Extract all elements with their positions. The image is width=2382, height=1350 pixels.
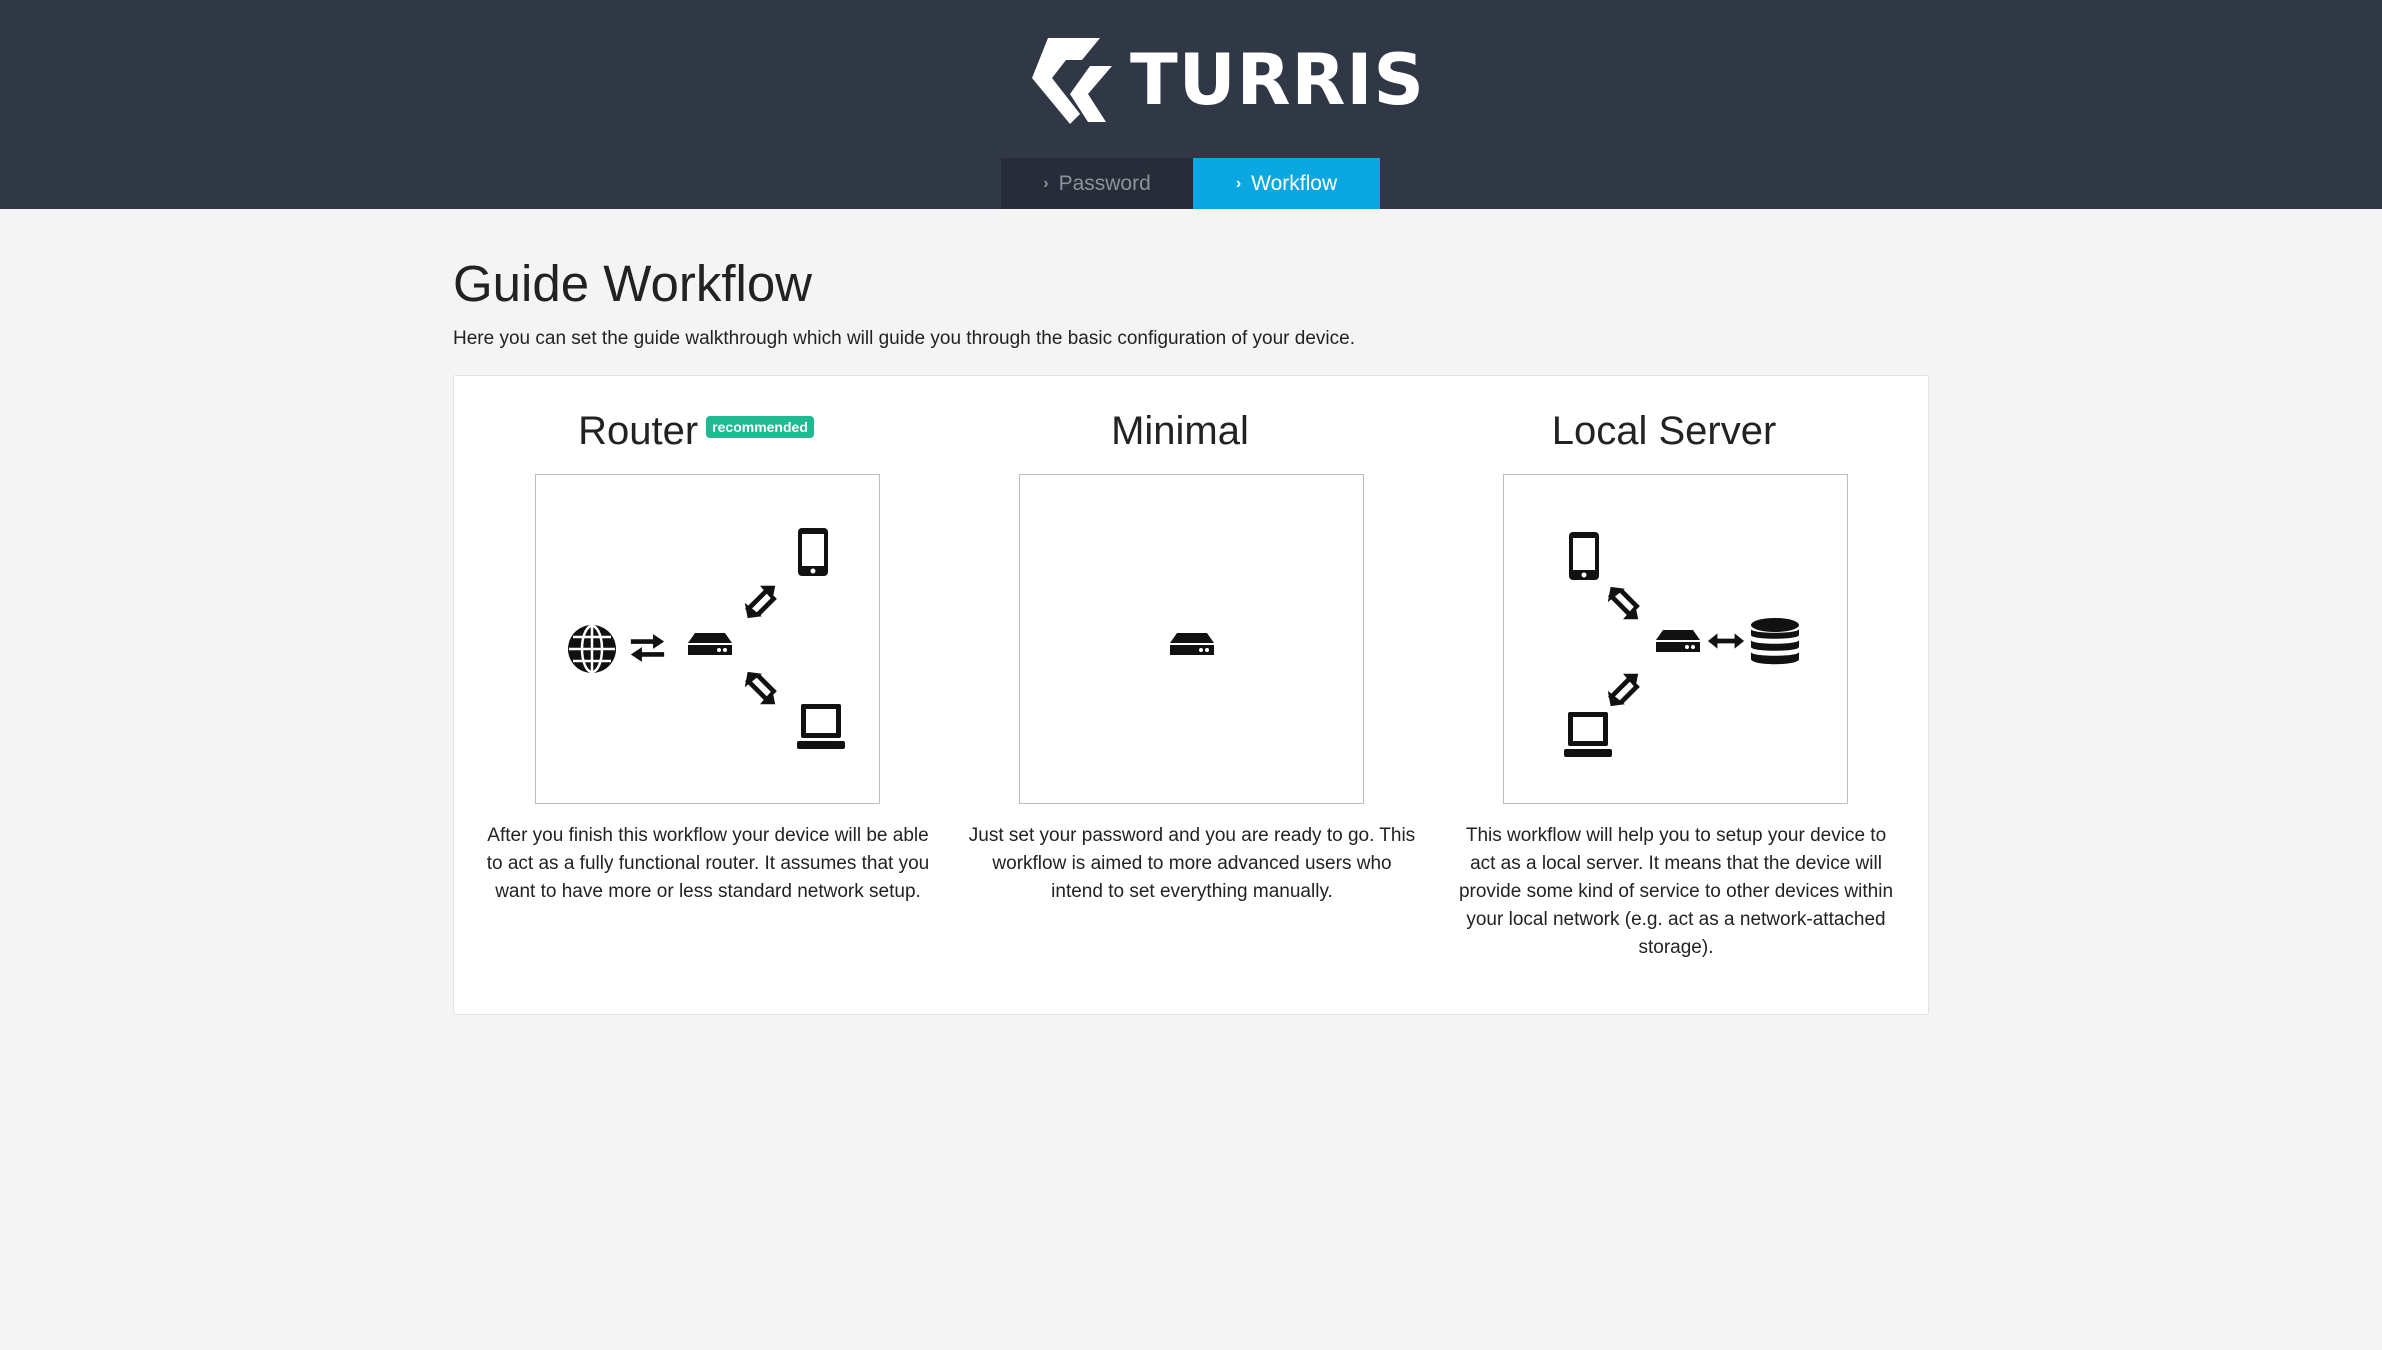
page-title: Guide Workflow bbox=[453, 255, 813, 312]
router-device-icon bbox=[1656, 630, 1700, 652]
recommended-badge: recommended bbox=[706, 416, 814, 439]
globe-icon bbox=[567, 624, 617, 674]
router-device-icon bbox=[1170, 633, 1214, 655]
workflow-local-server-description: This workflow will help you to setup you… bbox=[1458, 825, 1894, 958]
brand-name: TURRIS bbox=[1130, 39, 1425, 121]
laptop-icon bbox=[1564, 712, 1612, 757]
database-icon bbox=[1751, 618, 1799, 665]
sync-arrows-icon bbox=[745, 672, 775, 704]
workflow-minimal-title: Minimal bbox=[1111, 409, 1249, 453]
workflow-minimal-option[interactable] bbox=[1019, 474, 1364, 804]
workflow-minimal-description: Just set your password and you are ready… bbox=[968, 825, 1416, 902]
workflow-title-text: Router bbox=[578, 409, 699, 453]
workflow-local-server-title: Local Server bbox=[1551, 409, 1777, 453]
mobile-phone-icon bbox=[1569, 532, 1599, 580]
sync-arrows-icon bbox=[1608, 587, 1638, 619]
workflow-local-server-option[interactable] bbox=[1503, 474, 1848, 804]
exchange-arrows-icon bbox=[631, 634, 664, 662]
tab-password-label: Password bbox=[1058, 171, 1151, 195]
sync-arrows-icon bbox=[1608, 674, 1638, 706]
tab-workflow[interactable]: › Workflow bbox=[1193, 158, 1380, 209]
tab-password[interactable]: › Password bbox=[1001, 158, 1193, 209]
turris-logo-icon bbox=[1032, 38, 1112, 124]
workflow-router-description: After you finish this workflow your devi… bbox=[486, 825, 930, 902]
chevron-right-icon: › bbox=[1235, 174, 1242, 192]
tab-workflow-label: Workflow bbox=[1251, 171, 1338, 195]
router-device-icon bbox=[688, 633, 732, 655]
double-arrow-icon bbox=[1708, 633, 1744, 648]
page-description: Here you can set the guide walkthrough w… bbox=[453, 328, 1355, 349]
wizard-nav: › Password › Workflow bbox=[1001, 158, 1380, 209]
chevron-right-icon: › bbox=[1043, 174, 1049, 192]
workflow-router-title: Router recommended bbox=[454, 404, 938, 458]
sync-arrows-icon bbox=[745, 586, 775, 618]
mobile-phone-icon bbox=[798, 528, 828, 576]
workflow-router-option[interactable] bbox=[535, 474, 880, 804]
app-header: TURRIS › Password › Workflow bbox=[0, 0, 2382, 209]
laptop-icon bbox=[797, 704, 845, 749]
workflow-card: Router recommended After you finish this … bbox=[453, 375, 1929, 1015]
